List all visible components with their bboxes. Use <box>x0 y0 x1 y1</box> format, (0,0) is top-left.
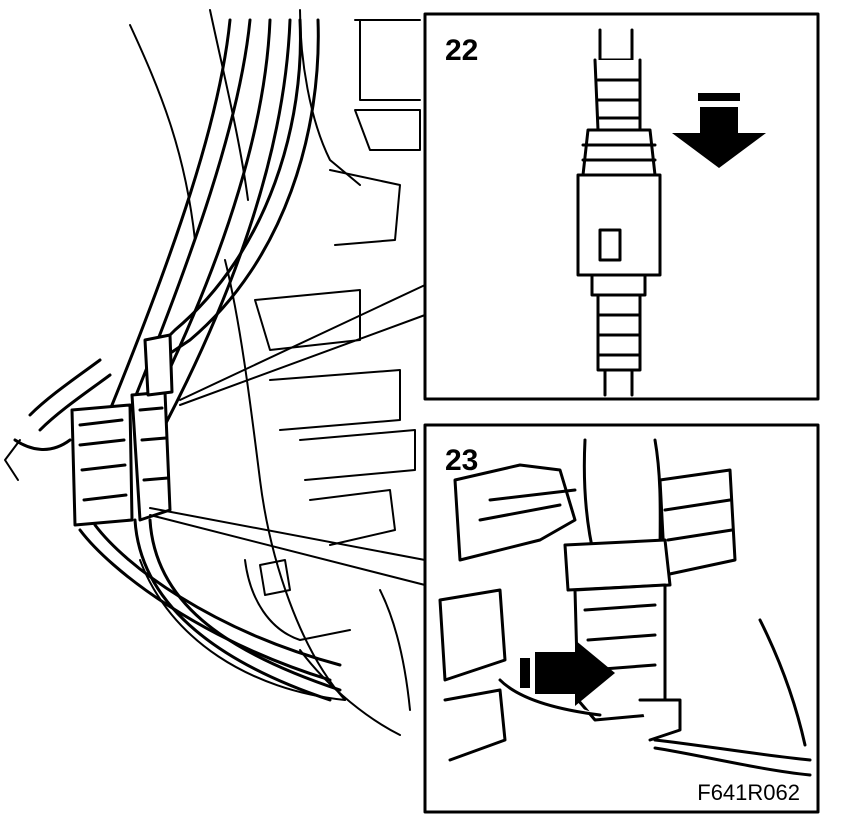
callout-23: 23 <box>445 444 478 477</box>
wire-harness <box>13 18 342 702</box>
body-panel <box>4 9 421 736</box>
connector-23-illustration <box>438 438 812 777</box>
inset-23 <box>423 423 820 814</box>
leader-lines <box>149 284 426 586</box>
figure-code: F641R062 <box>697 780 800 805</box>
callout-22: 22 <box>445 34 478 67</box>
connector-22-illustration <box>576 28 662 397</box>
arrow-down-icon <box>672 93 766 168</box>
harness-connector <box>70 333 174 527</box>
inset-22 <box>423 12 820 401</box>
arrow-right-icon <box>520 640 615 706</box>
